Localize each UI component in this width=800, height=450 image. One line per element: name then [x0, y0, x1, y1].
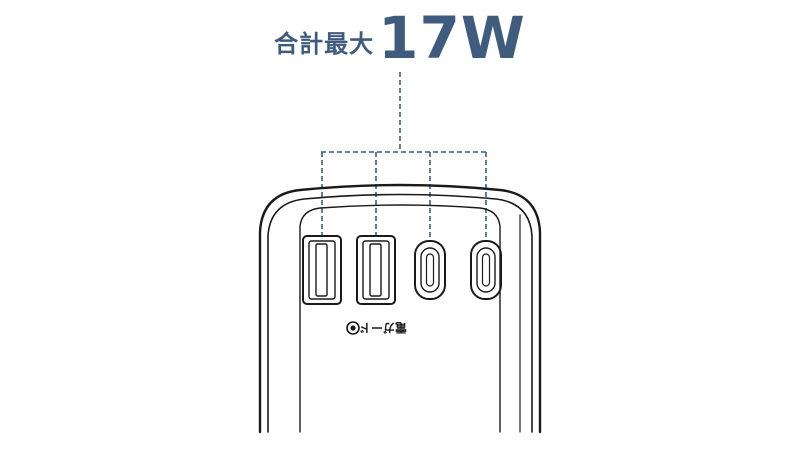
indicator-light-icon: [346, 321, 360, 335]
device-outer-edge: [258, 183, 542, 434]
device-inner-edge: [267, 193, 533, 433]
device-body: [258, 183, 542, 434]
headline: 合計最大 17W: [0, 4, 800, 74]
usb-c-port-2: [470, 240, 502, 300]
indicator-light-center: [350, 325, 356, 331]
connector-lines: [321, 72, 487, 240]
headline-value: 17W: [378, 4, 526, 72]
usb-a-port-2: [356, 235, 396, 305]
usb-c-port-1: [414, 240, 446, 300]
headline-label: 合計最大: [274, 30, 375, 58]
usb-a-port-1: [302, 235, 342, 305]
indicator: 電ガード: [346, 321, 407, 336]
indicator-label: 電ガード: [359, 321, 407, 336]
device-face: [299, 204, 501, 433]
